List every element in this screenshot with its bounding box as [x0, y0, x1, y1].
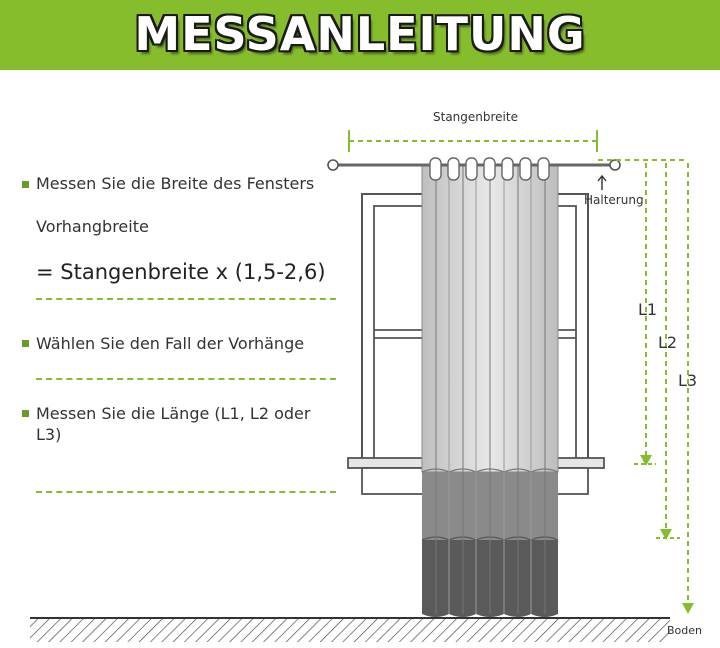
curtain	[421, 165, 559, 617]
bracket-arrow-icon	[597, 174, 607, 190]
divider-2	[36, 378, 336, 380]
step-measure-width: Messen Sie die Breite des Fensters	[36, 174, 315, 193]
floor	[30, 617, 670, 642]
l3-label: L3	[678, 371, 698, 390]
floor-label: Boden	[667, 624, 702, 637]
bullet-icon	[22, 181, 29, 188]
page-title: MESSANLEITUNG	[134, 7, 586, 61]
length-arrowheads	[640, 455, 694, 614]
bullet-icon	[22, 410, 29, 417]
step-choose-drop: Wählen Sie den Fall der Vorhänge	[36, 334, 305, 353]
length-guides	[598, 159, 689, 606]
rod-width-label: Stangenbreite	[433, 110, 518, 124]
l1-label: L1	[638, 300, 658, 319]
l2-label: L2	[658, 333, 678, 352]
bracket-label: Halterung	[584, 193, 644, 207]
step-measure-length: Messen Sie die Länge (L1, L2 oder	[36, 404, 311, 423]
curtain-rod	[327, 157, 621, 181]
curtain-width-label: Vorhangbreite	[36, 217, 149, 236]
header-banner: MESSANLEITUNG	[0, 0, 720, 70]
divider-1	[36, 298, 336, 300]
rod-width-arrow	[348, 130, 598, 152]
width-formula: = Stangenbreite x (1,5-2,6)	[36, 260, 326, 284]
divider-3	[36, 491, 336, 493]
bullet-icon	[22, 340, 29, 347]
step-measure-length-cont: L3)	[36, 425, 62, 444]
